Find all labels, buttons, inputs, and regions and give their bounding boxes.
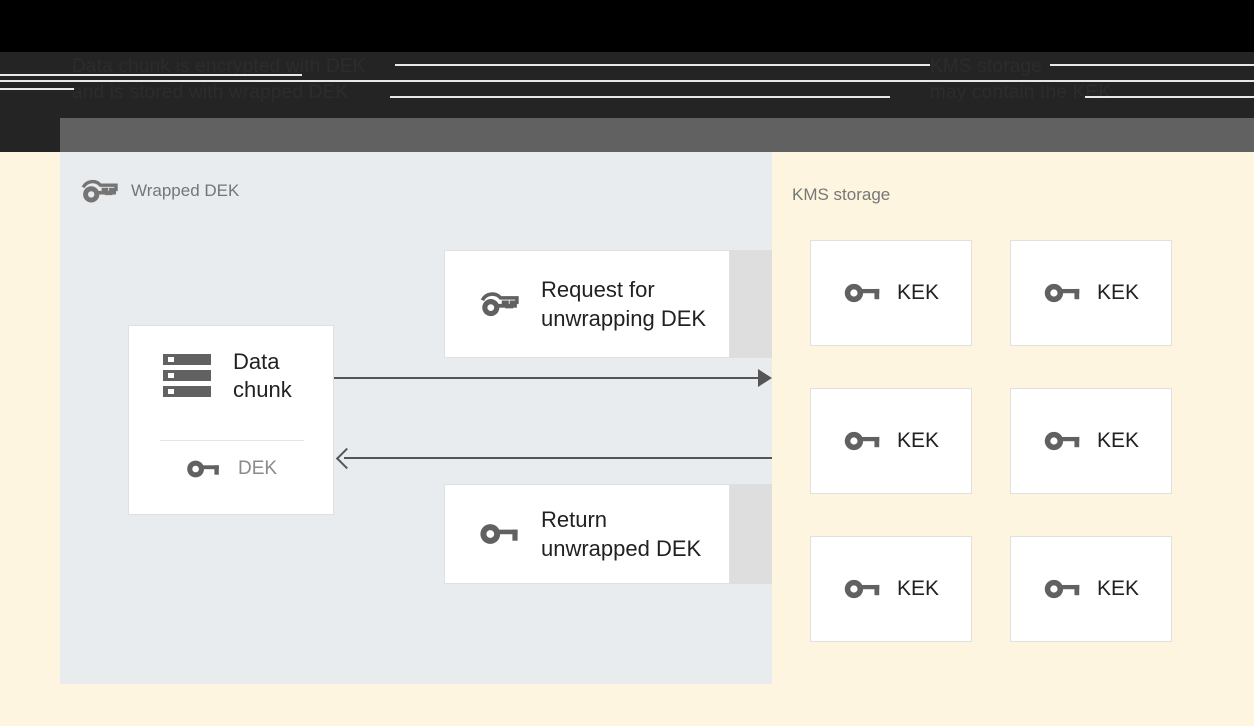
wrapped-dek-panel-title: Wrapped DEK [80, 178, 239, 204]
header-caption-left: Data chunk is encrypted with DEK and is s… [72, 54, 366, 106]
request-card-bleed [730, 250, 772, 358]
data-chunk-card-bottom: DEK [129, 458, 333, 480]
key-icon [843, 577, 881, 601]
request-unwrap-card-inner: Request for unwrapping DEK [445, 251, 729, 357]
kek-card[interactable]: KEK [810, 388, 972, 494]
return-arrow-head [335, 447, 358, 470]
header-caption-left-line1: Data chunk is encrypted with DEK [72, 56, 366, 77]
wrapped-dek-panel: Wrapped DEK [60, 152, 772, 684]
return-arrow-line [344, 457, 772, 459]
wrapped-key-icon [80, 178, 118, 204]
data-chunk-card-top: Data chunk [129, 348, 333, 404]
data-chunk-card[interactable]: Data chunk DEK [128, 325, 334, 515]
header-rule-6 [390, 96, 890, 98]
wrapped-dek-panel-title-label: Wrapped DEK [131, 181, 240, 200]
header-rule-7 [1085, 96, 1254, 98]
kms-storage-panel-title: KMS storage [792, 185, 891, 204]
key-icon [843, 429, 881, 453]
header-caption-right-line1: KMS storage [930, 56, 1043, 77]
kek-card-label: KEK [1096, 429, 1140, 452]
request-unwrap-card-label: Request for unwrapping DEK [541, 277, 707, 331]
top-black-band [0, 0, 1254, 52]
data-chunk-card-key-label: DEK [238, 458, 278, 479]
kek-card[interactable]: KEK [810, 240, 972, 346]
kek-card-label: KEK [896, 281, 940, 304]
kek-card[interactable]: KEK [1010, 388, 1172, 494]
header-rule-3 [0, 74, 302, 76]
header-caption-right-line2: may contain the KEK [930, 82, 1112, 103]
return-unwrapped-card-inner: Return unwrapped DEK [445, 485, 729, 583]
top-band-left-notch [0, 118, 60, 152]
data-chunk-card-divider [160, 440, 304, 441]
kek-card-label: KEK [1096, 577, 1140, 600]
data-chunk-card-label: Data chunk [233, 349, 292, 402]
kek-card-label: KEK [1096, 281, 1140, 304]
kek-card-label: KEK [896, 577, 940, 600]
header-rule-2 [1050, 64, 1254, 66]
header-caption-left-line2: and is stored with wrapped DEK [72, 82, 349, 103]
top-gray-strip [60, 118, 1254, 152]
wrapped-key-icon [479, 289, 519, 319]
key-icon [1043, 281, 1081, 305]
kek-grid: KEK KEK [810, 240, 1172, 642]
return-unwrapped-card[interactable]: Return unwrapped DEK [444, 484, 730, 584]
kek-card-label: KEK [896, 429, 940, 452]
request-arrow-head [758, 369, 772, 387]
key-icon [843, 281, 881, 305]
header-rule-4 [0, 80, 1254, 82]
key-icon [1043, 429, 1081, 453]
key-icon [1043, 577, 1081, 601]
return-unwrapped-card-label: Return unwrapped DEK [541, 507, 702, 561]
key-icon [479, 521, 519, 547]
header-caption-right: KMS storage may contain the KEK [930, 54, 1111, 106]
key-icon [186, 458, 220, 480]
return-card-bleed [730, 484, 772, 584]
request-unwrap-card[interactable]: Request for unwrapping DEK [444, 250, 730, 358]
kms-storage-panel: KMS storage KEK [772, 152, 1254, 684]
kek-card[interactable]: KEK [1010, 536, 1172, 642]
header-rule-5 [0, 88, 74, 90]
request-arrow-line [334, 377, 770, 379]
top-dark-band [0, 52, 1254, 118]
header-rule-1 [395, 64, 930, 66]
kek-card[interactable]: KEK [1010, 240, 1172, 346]
kek-card[interactable]: KEK [810, 536, 972, 642]
storage-chunk-icon [161, 351, 213, 401]
